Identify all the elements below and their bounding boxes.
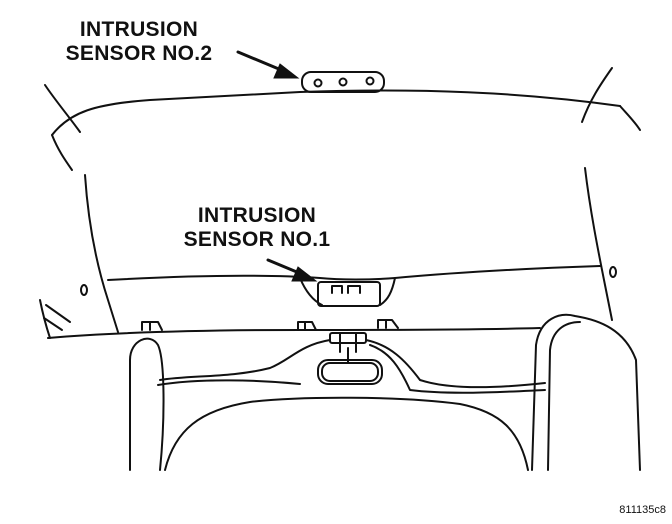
sensor-2-screw-mid — [338, 77, 348, 87]
rearview-mirror-inner — [321, 362, 379, 382]
left-latch — [80, 284, 88, 296]
figure-code: 811135c8 — [619, 504, 666, 516]
roof-left-curve — [44, 84, 81, 133]
clip-center-left — [297, 321, 317, 331]
left-dash-corner — [39, 299, 51, 339]
right-seat-inner — [547, 321, 581, 471]
arrowhead-sensor-2 — [273, 63, 300, 79]
windshield-left-pillar — [84, 174, 119, 333]
roof-right-tail — [619, 105, 641, 131]
dash-line — [47, 327, 541, 339]
wire-harness-right — [365, 339, 546, 389]
mirror-mount — [329, 332, 367, 344]
callout-2-line-1: INTRUSION — [79, 18, 199, 41]
intrusion-sensor-2-body — [301, 71, 385, 93]
roof-right-curve — [581, 67, 613, 123]
right-seat-back — [531, 313, 641, 471]
wire-harness-left — [159, 339, 331, 381]
right-latch — [609, 266, 617, 278]
callout-intrusion-sensor-1: INTRUSION SENSOR NO.1 — [162, 204, 352, 252]
callout-1-line-1: INTRUSION — [197, 204, 317, 227]
sensor-1-detail — [331, 285, 361, 294]
callout-intrusion-sensor-2: INTRUSION SENSOR NO.2 — [44, 18, 234, 66]
clip-left — [141, 321, 163, 331]
windshield-top-edge — [107, 265, 601, 281]
callout-2-line-2: SENSOR NO.2 — [65, 42, 213, 65]
left-side-detail — [43, 304, 71, 331]
windshield-right-pillar — [584, 167, 613, 321]
left-seat-back — [129, 337, 165, 471]
rearview-mirror — [317, 359, 383, 385]
sensor-2-screw-left — [313, 78, 323, 88]
rear-seat-top — [164, 396, 529, 471]
wire-harness-right-2 — [369, 344, 546, 394]
intrusion-sensor-1-body — [317, 281, 381, 307]
clip-center-right — [377, 319, 399, 329]
rear-seat-line — [157, 379, 301, 386]
roof-line — [51, 89, 621, 136]
arrowhead-sensor-1 — [291, 266, 318, 282]
callout-1-line-2: SENSOR NO.1 — [183, 228, 331, 251]
roof-left-inner — [51, 134, 73, 171]
sensor-2-screw-right — [365, 76, 375, 86]
